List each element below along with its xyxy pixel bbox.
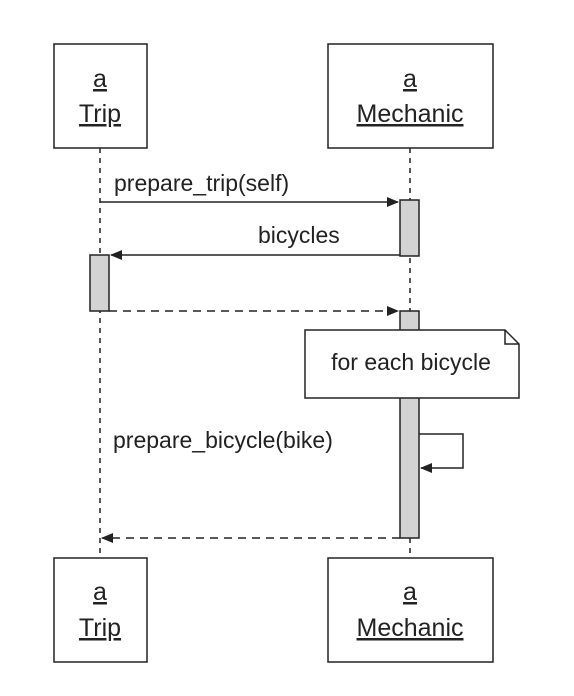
mechanic-article-label-bottom: a bbox=[403, 578, 417, 606]
trip-activation bbox=[89, 254, 110, 312]
mechanic-name-label-bottom: Mechanic bbox=[357, 614, 464, 642]
mechanic-article-label: a bbox=[403, 65, 417, 93]
note-text: for each bicycle bbox=[331, 349, 491, 375]
trip-article-label: a bbox=[93, 65, 107, 93]
trip-name-label: Trip bbox=[79, 100, 121, 128]
prepare-trip-label: prepare_trip(self) bbox=[114, 170, 289, 196]
mechanic-object-bottom: a Mechanic bbox=[327, 557, 494, 663]
mechanic-object-top: a Mechanic bbox=[327, 43, 494, 149]
trip-object-top: a Trip bbox=[53, 43, 148, 149]
trip-name-label-bottom: Trip bbox=[79, 614, 121, 642]
trip-object-bottom: a Trip bbox=[53, 557, 148, 663]
trip-article-label-bottom: a bbox=[93, 578, 107, 606]
prepare-bicycle-self-arrow bbox=[419, 433, 464, 473]
bicycles-label: bicycles bbox=[258, 222, 340, 248]
mechanic-name-label: Mechanic bbox=[357, 100, 464, 128]
mechanic-activation-1 bbox=[399, 199, 420, 257]
prepare-bicycle-label: prepare_bicycle(bike) bbox=[113, 427, 333, 453]
loop-note: for each bicycle bbox=[304, 329, 520, 399]
